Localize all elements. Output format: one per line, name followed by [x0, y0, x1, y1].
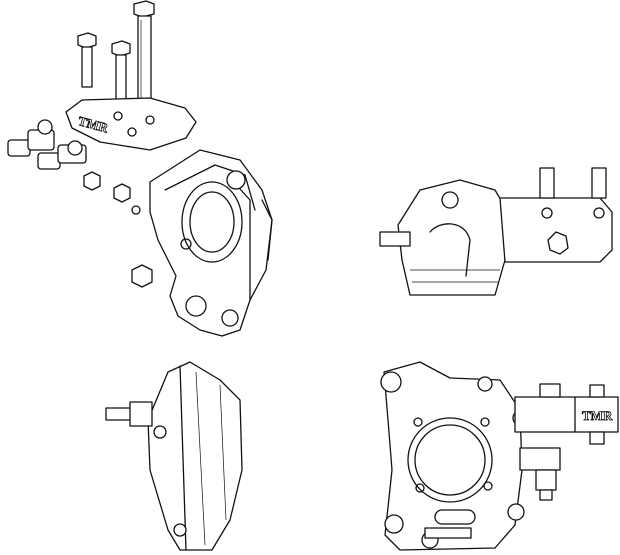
long-bolt: [133, 0, 155, 105]
knuckle-isometric: [131, 149, 273, 337]
front-side-view: [105, 361, 243, 551]
face-on-view: TMR: [380, 361, 619, 551]
brand-logo: TMR: [582, 408, 613, 423]
short-bolt: [77, 32, 97, 88]
hose-fittings: [7, 119, 87, 170]
mid-bolt: [111, 40, 131, 101]
nuts: [83, 171, 153, 288]
tmr-bracket: TMR: [65, 97, 197, 151]
rear-side-view: [379, 167, 613, 296]
exploded-isometric-view: TMR: [7, 0, 273, 337]
